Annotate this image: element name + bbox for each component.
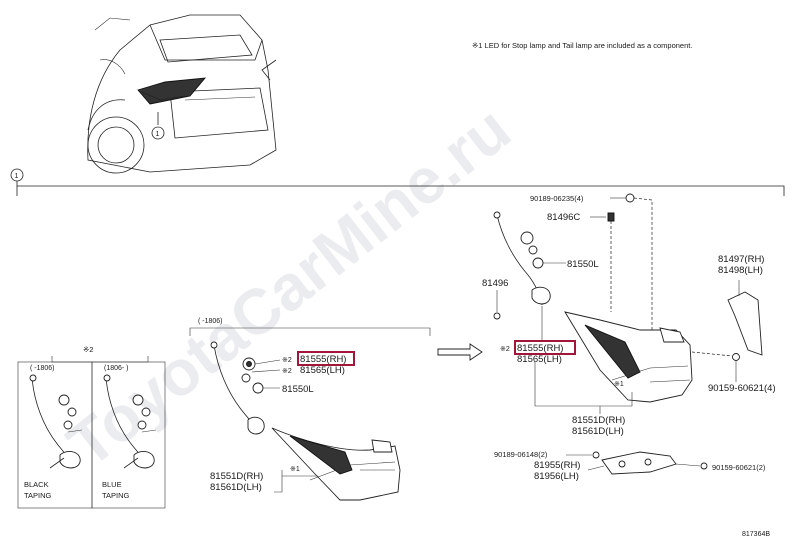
left-col2-label-1: BLUE: [102, 480, 122, 489]
mid-ref-81565: ※2: [282, 368, 292, 375]
middle-panel-header: ( -1806): [198, 318, 223, 325]
part-81496: 81496: [482, 278, 508, 289]
middle-variant-panel: ( -1806) ※2 81555(RH) ※2 81565(LH) 81550…: [189, 318, 431, 501]
part-81496c: 81496C: [547, 212, 580, 223]
left-col1-label-2: TAPING: [24, 491, 52, 500]
left-col2-header: (1806- ): [104, 365, 129, 372]
part-81497-rh: 81497(RH): [718, 254, 764, 265]
right-highlight-81555: [514, 340, 576, 355]
left-variant-panel: ※2 ( -1806) (1806- ) BLACK TAPING BLUE T…: [17, 345, 166, 509]
main-bracket: 1: [10, 168, 785, 196]
mid-part-81555-rh: 81555(RH): [300, 354, 346, 365]
part-90159-60621-4: 90159-60621(4): [708, 383, 776, 394]
left-col1-header: ( -1806): [30, 365, 55, 372]
diagram-code: 817364B: [742, 531, 770, 538]
transition-arrow: [437, 343, 483, 361]
callout-1-car: 1: [156, 131, 160, 138]
right-assembly-panel: 90189-06235(4) 81496C 81550L 81496 8149: [482, 193, 776, 482]
mid-highlight-81555: [297, 351, 355, 366]
part-90159-60621-2: 90159-60621(2): [712, 463, 766, 472]
mid-part-81561d-lh: 81561D(LH): [210, 482, 262, 493]
right-ref-81551: ※1: [614, 381, 624, 388]
svg-text:ToyotaCarMine.ru: ToyotaCarMine.ru: [54, 92, 523, 481]
right-part-81551d-rh: 81551D(RH): [572, 415, 625, 426]
mid-part-81565-lh: 81565(LH): [300, 365, 345, 376]
part-81955-rh: 81955(RH): [534, 460, 580, 471]
mid-ref-81551: ※1: [290, 466, 300, 473]
part-81956-lh: 81956(LH): [534, 471, 579, 482]
component-note: ※1 LED for Stop lamp and Tail lamp are i…: [472, 41, 692, 50]
right-part-81555-rh: 81555(RH): [517, 343, 563, 354]
mid-part-81550l: 81550L: [282, 384, 314, 395]
watermark: ToyotaCarMine.ru: [54, 92, 523, 481]
callout-1-bracket: 1: [15, 173, 19, 180]
right-ref-81555: ※2: [500, 346, 510, 353]
part-81498-lh: 81498(LH): [718, 265, 763, 276]
car-rear-illustration: 1: [87, 14, 277, 174]
left-panel-ref: ※2: [83, 345, 93, 354]
right-part-81550l: 81550L: [567, 259, 599, 270]
part-90189-06148: 90189-06148(2): [494, 450, 548, 459]
right-part-81565-lh: 81565(LH): [517, 354, 562, 365]
mid-ref-81555: ※2: [282, 357, 292, 364]
part-90189-06235: 90189-06235(4): [530, 194, 584, 203]
left-col2-label-2: TAPING: [102, 491, 130, 500]
right-part-81561d-lh: 81561D(LH): [572, 426, 624, 437]
left-col1-label-1: BLACK: [24, 480, 49, 489]
mid-part-81551d-rh: 81551D(RH): [210, 471, 263, 482]
